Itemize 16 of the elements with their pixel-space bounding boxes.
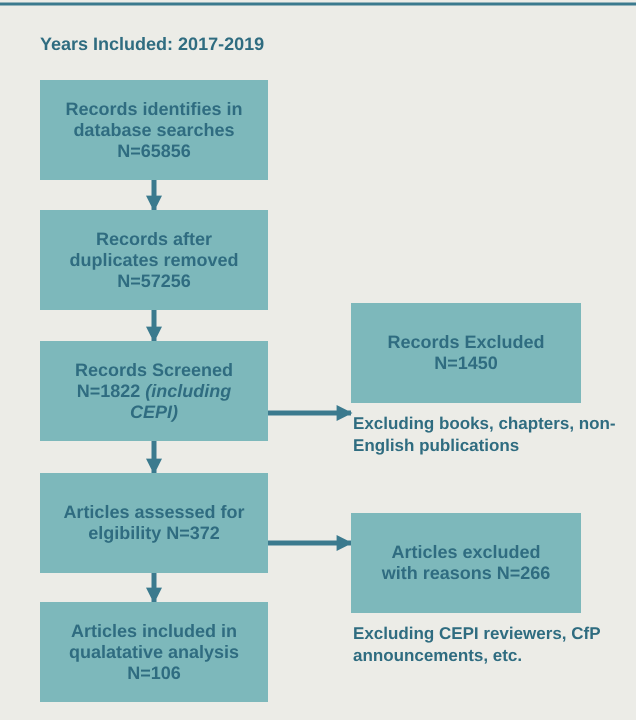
note-text: Excluding CEPI reviewers, CfP announcements, etc. (353, 623, 602, 667)
arrow (146, 441, 162, 475)
process-box: Articles included in qualatative analysis N=106 (40, 602, 268, 702)
arrow (268, 405, 353, 421)
process-box: Articles assessed for elgibility N=372 (40, 473, 268, 573)
process-box: Records after duplicates removed N=57256 (40, 210, 268, 310)
diagram-title: Years Included: 2017-2019 (40, 34, 264, 55)
arrow (146, 310, 162, 343)
process-box: Articles excluded with reasons N=266 (351, 513, 581, 613)
process-box: Records Excluded N=1450 (351, 303, 581, 403)
arrow (146, 573, 162, 604)
process-box: Records Screened N=1822 (including CEPI) (40, 341, 268, 441)
process-box: Records identifies in database searches N=65856 (40, 80, 268, 180)
arrow (146, 180, 162, 212)
note-text: Excluding books, chapters, non-English publications (353, 413, 617, 457)
arrow (268, 535, 353, 551)
